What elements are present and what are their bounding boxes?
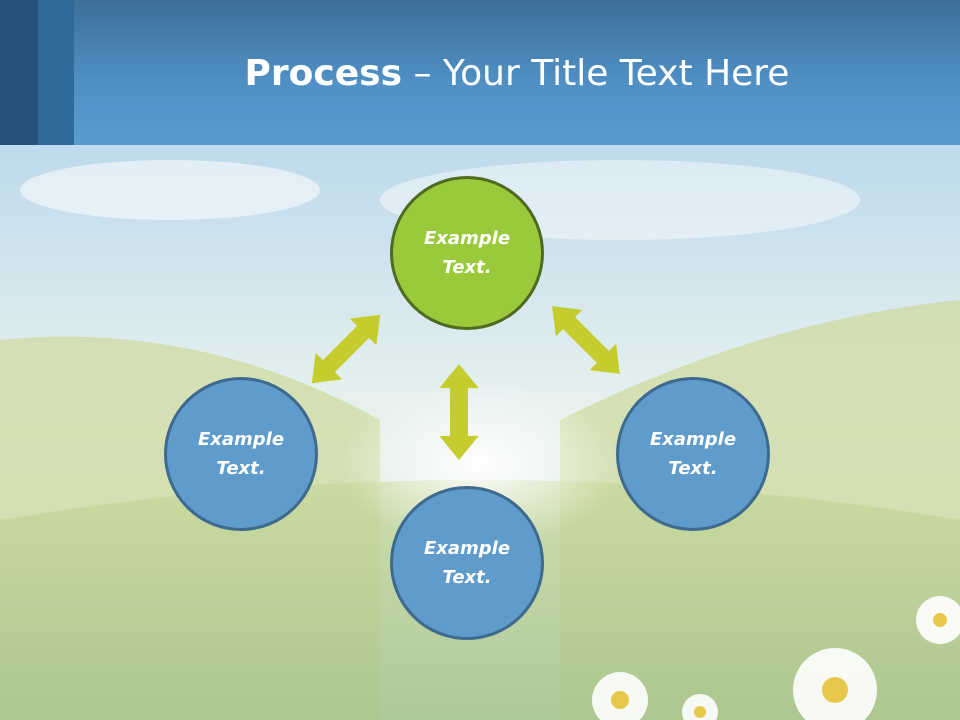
- arrow-center-vertical: [439, 364, 479, 460]
- title-rest: Your Title Text Here: [442, 53, 790, 94]
- arrow-top-right: [538, 292, 634, 388]
- header-stripe-medium: [38, 0, 74, 145]
- node-left-label: Example Text.: [197, 429, 285, 479]
- header-stripe-dark: [0, 0, 38, 145]
- node-left: Example Text.: [164, 377, 318, 531]
- node-bottom-label: Example Text.: [423, 538, 511, 588]
- node-right: Example Text.: [616, 377, 770, 531]
- slide-title: Process – Your Title Text Here: [74, 50, 960, 98]
- node-top: Example Text.: [390, 176, 544, 330]
- node-right-label: Example Text.: [649, 429, 737, 479]
- node-bottom: Example Text.: [390, 486, 544, 640]
- title-dash: –: [402, 53, 443, 94]
- header-bar: Process – Your Title Text Here: [0, 0, 960, 145]
- node-top-label: Example Text.: [423, 228, 511, 278]
- arrow-top-left: [298, 301, 394, 397]
- title-bold-word: Process: [244, 53, 403, 94]
